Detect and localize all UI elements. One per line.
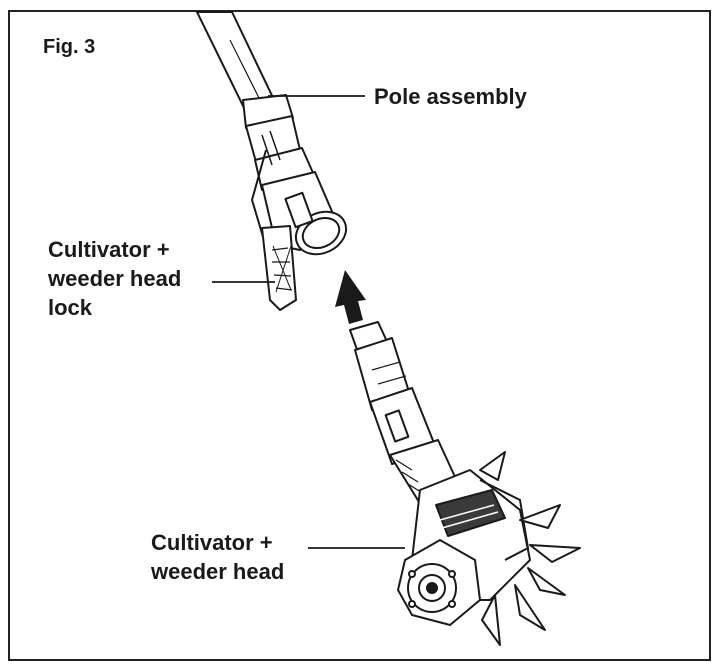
insert-direction-arrow bbox=[335, 270, 366, 324]
head-lock-label-line-3: lock bbox=[48, 295, 93, 320]
cultivator-head-label: Cultivator + weeder head bbox=[151, 528, 284, 586]
cultivator-drive-hub bbox=[396, 538, 482, 627]
head-lock-label: Cultivator + weeder head lock bbox=[48, 235, 181, 322]
pole-coupler bbox=[242, 94, 348, 311]
cultivator-head-label-line-2: weeder head bbox=[151, 559, 285, 584]
head-lock-label-line-1: Cultivator + bbox=[48, 237, 170, 262]
pole-assembly-label: Pole assembly bbox=[374, 84, 527, 109]
cultivator-tines bbox=[479, 451, 581, 646]
leader-lines bbox=[212, 95, 405, 549]
figure-label: Fig. 3 bbox=[43, 36, 96, 58]
cultivator-head-label-line-1: Cultivator + bbox=[151, 530, 273, 555]
head-lock-label-line-2: weeder head bbox=[48, 266, 182, 291]
